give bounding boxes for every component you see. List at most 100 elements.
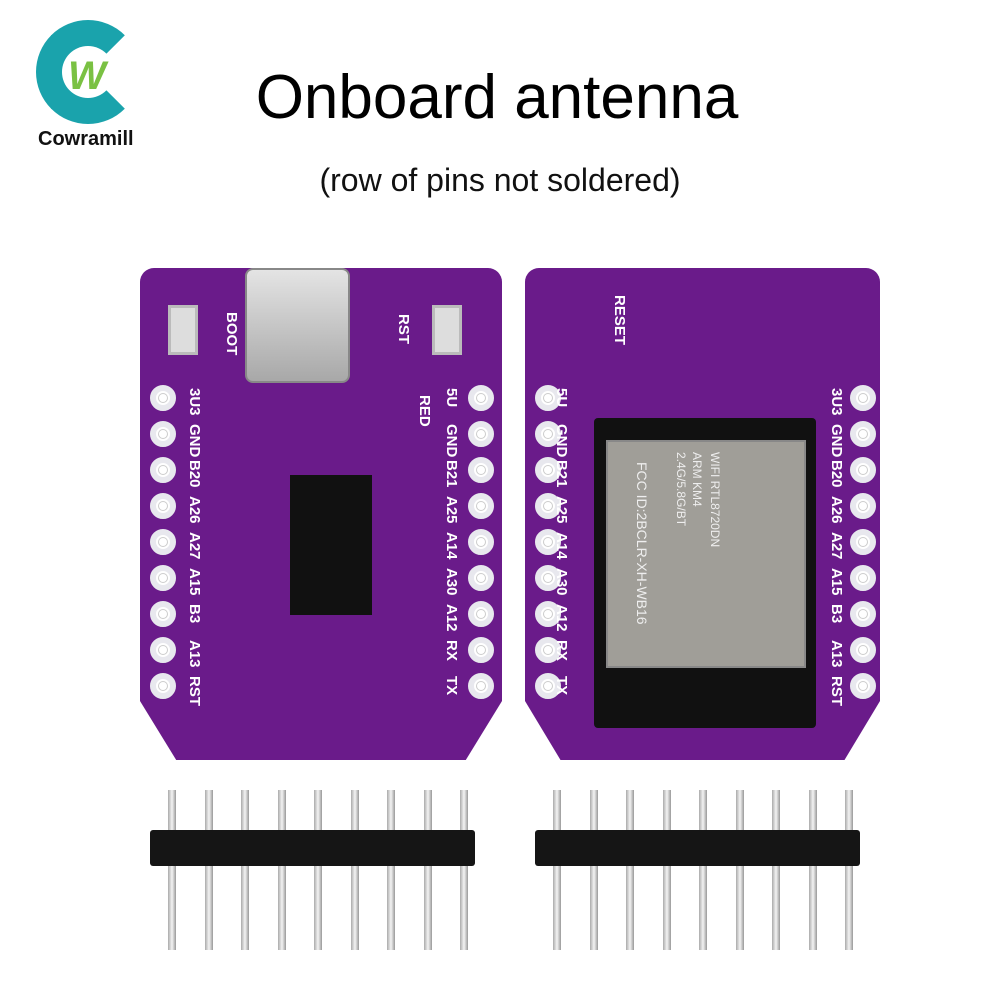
pin-pad — [150, 529, 176, 555]
pin-pad — [850, 637, 876, 663]
pin-label: TX — [553, 676, 570, 696]
header-pin — [277, 790, 286, 950]
module-text-1: WIFI RTL8720DN — [708, 452, 722, 548]
pin-label: A26 — [828, 496, 845, 524]
pin-label: A30 — [443, 568, 460, 596]
rst-label: RST — [395, 314, 412, 344]
module-text-2: ARM KM4 — [690, 452, 704, 507]
pin-header-right — [535, 790, 860, 960]
pin-label: RX — [553, 640, 570, 661]
module-shield — [606, 440, 806, 668]
rst-button — [432, 305, 462, 355]
header-pin — [387, 790, 395, 950]
pin-pad — [468, 565, 494, 591]
pin-pad — [150, 421, 176, 447]
pin-label: A12 — [443, 604, 460, 632]
logo-w: W — [68, 54, 106, 98]
pin-pad — [535, 637, 561, 663]
header-pin — [626, 790, 634, 950]
pin-label: A25 — [443, 496, 460, 524]
header-pin — [662, 790, 671, 950]
pin-label: B20 — [828, 460, 845, 488]
brand-name: Cowramill — [38, 128, 134, 150]
pin-label: A25 — [553, 496, 570, 524]
pin-pad — [535, 457, 561, 483]
pin-pad — [850, 565, 876, 591]
brand-logo: W Cowramill — [30, 20, 160, 160]
pin-label: B3 — [186, 604, 203, 624]
module-text-3: 2.4G/5.8G/BT — [674, 452, 688, 527]
page-title: Onboard antenna — [0, 62, 1000, 133]
pin-label: A15 — [828, 568, 845, 596]
pin-pad — [535, 529, 561, 555]
pin-label: 3U3 — [828, 388, 845, 416]
pin-label: A13 — [828, 640, 845, 668]
pin-pad — [850, 529, 876, 555]
pin-label: A26 — [186, 496, 203, 524]
pin-label: B21 — [553, 460, 570, 488]
header-pin — [553, 790, 561, 950]
pin-pad — [150, 565, 176, 591]
header-pin — [314, 790, 322, 950]
pin-pad — [535, 493, 561, 519]
pin-pad — [468, 529, 494, 555]
pin-pad — [850, 673, 876, 699]
pin-label: GND — [186, 424, 203, 458]
pin-label: GND — [828, 424, 845, 458]
boot-label: BOOT — [223, 312, 240, 356]
title-text: Onboard antenna — [255, 63, 739, 132]
pin-pad — [468, 673, 494, 699]
subtitle: (row of pins not soldered) — [319, 162, 681, 198]
header-pin — [168, 790, 176, 950]
usb-serial-chip — [290, 475, 372, 615]
pin-pad — [535, 385, 561, 411]
pin-label: A15 — [186, 568, 203, 596]
pin-pad — [150, 637, 176, 663]
pin-label: A30 — [553, 568, 570, 596]
pin-label: TX — [443, 676, 460, 696]
pin-pad — [468, 637, 494, 663]
header-pin — [350, 790, 359, 950]
pin-label: A13 — [186, 640, 203, 668]
pin-pad — [468, 601, 494, 627]
header-pin — [460, 790, 468, 950]
pin-label: A14 — [443, 532, 460, 560]
pin-label: A27 — [828, 532, 845, 560]
pin-label: A14 — [553, 532, 570, 560]
header-pin — [241, 790, 249, 950]
pin-label: RST — [828, 676, 845, 706]
header-pin — [808, 790, 817, 950]
header-pin — [772, 790, 780, 950]
pin-pad — [468, 457, 494, 483]
header-pin — [735, 790, 744, 950]
pin-label: 5U — [553, 388, 570, 408]
pin-pad — [850, 385, 876, 411]
pin-pad — [468, 493, 494, 519]
header-pin — [845, 790, 853, 950]
pin-pad — [150, 385, 176, 411]
pin-label: 5U — [443, 388, 460, 408]
pin-pad — [850, 601, 876, 627]
pin-label: GND — [443, 424, 460, 458]
header-pin — [699, 790, 707, 950]
header-pin — [423, 790, 432, 950]
pin-pad — [468, 385, 494, 411]
pin-label: A27 — [186, 532, 203, 560]
pin-label: B21 — [443, 460, 460, 488]
pin-pad — [150, 601, 176, 627]
reset-label: RESET — [611, 295, 628, 346]
pin-label: RX — [443, 640, 460, 661]
pin-pad — [850, 457, 876, 483]
pin-pad — [535, 421, 561, 447]
pin-pad — [535, 565, 561, 591]
pin-pad — [850, 421, 876, 447]
header-pin — [204, 790, 213, 950]
pin-pad — [535, 673, 561, 699]
pin-label: B20 — [186, 460, 203, 488]
pin-header-left — [150, 790, 475, 960]
pin-pad — [468, 421, 494, 447]
pin-label: A12 — [553, 604, 570, 632]
pin-label: 3U3 — [186, 388, 203, 416]
pin-pad — [535, 601, 561, 627]
pin-label: RST — [186, 676, 203, 706]
